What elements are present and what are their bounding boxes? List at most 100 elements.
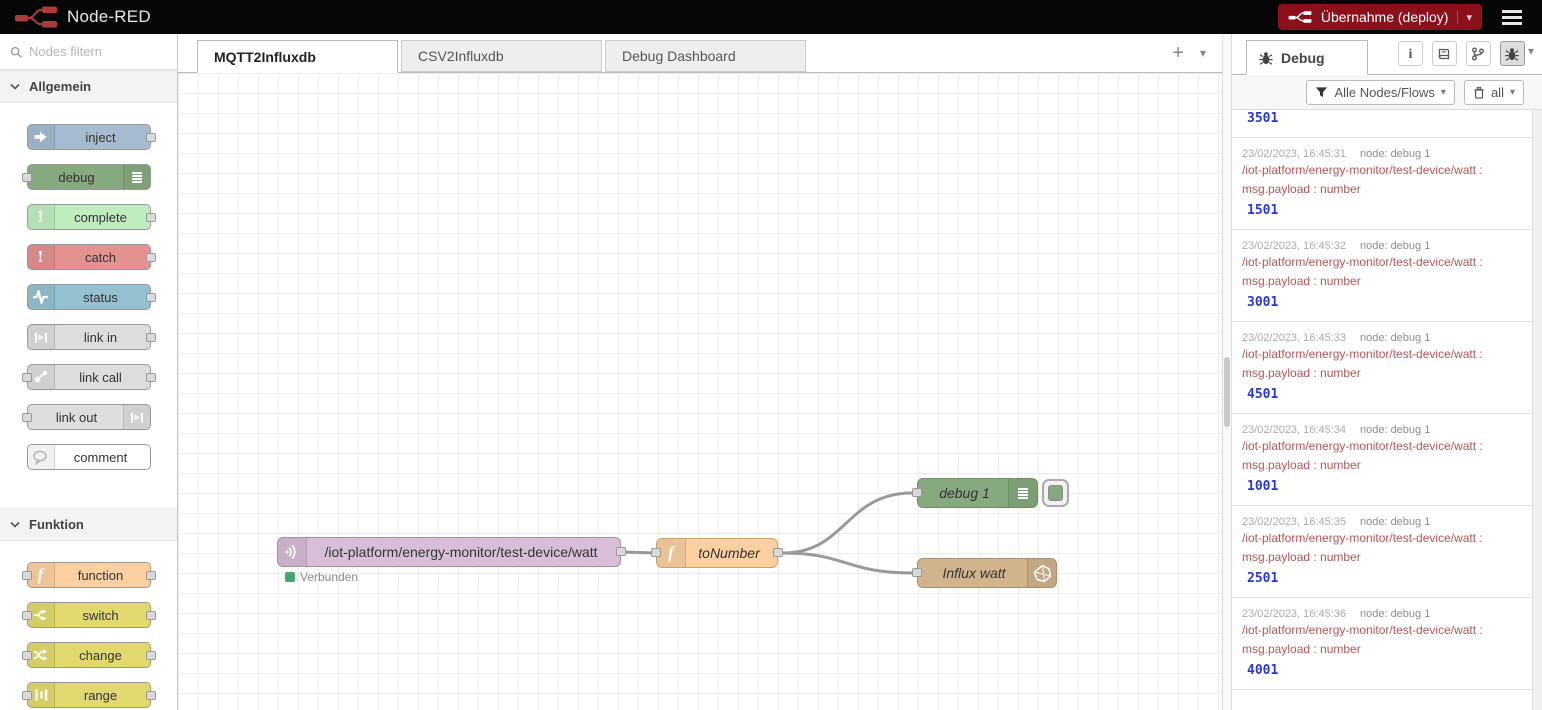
debug-message[interactable]: 23/02/2023, 16:45:32 node: debug 1 /iot-… bbox=[1232, 230, 1532, 322]
message-value[interactable]: 2501 bbox=[1247, 571, 1279, 586]
input-port[interactable] bbox=[912, 568, 922, 577]
deploy-icon bbox=[1288, 9, 1312, 25]
palette-node-comment[interactable]: comment bbox=[26, 444, 151, 470]
palette-category-funktion[interactable]: Funktion bbox=[0, 508, 177, 541]
output-port[interactable] bbox=[145, 373, 156, 382]
debug-message[interactable]: 23/02/2023, 16:45:33 node: debug 1 /iot-… bbox=[1232, 322, 1532, 414]
debug-message[interactable]: 23/02/2023, 16:45:36 node: debug 1 /iot-… bbox=[1232, 598, 1532, 690]
palette-node-link-call[interactable]: link call bbox=[21, 364, 156, 390]
sidebar-button-book[interactable] bbox=[1431, 41, 1457, 66]
palette-node-catch[interactable]: !catch bbox=[26, 244, 156, 270]
palette-node-change[interactable]: change bbox=[21, 642, 156, 668]
sidebar-button-info[interactable]: i bbox=[1397, 41, 1423, 66]
deploy-button[interactable]: Übernahme (deploy) ▾ bbox=[1277, 4, 1482, 30]
output-port[interactable] bbox=[145, 571, 156, 580]
palette-node-inject[interactable]: inject bbox=[26, 124, 156, 150]
tab-flow-0[interactable]: MQTT2Influxdb bbox=[197, 40, 398, 73]
debug-message[interactable]: msg.payload : number 3501 bbox=[1232, 110, 1532, 138]
sidebar-button-bug[interactable] bbox=[1499, 41, 1525, 66]
main-menu-button[interactable] bbox=[1482, 9, 1542, 26]
inject-arrow-icon bbox=[27, 125, 55, 149]
node-red-logo-icon bbox=[14, 5, 58, 29]
input-port[interactable] bbox=[21, 651, 32, 660]
palette-node-link-in[interactable]: link in bbox=[26, 324, 156, 350]
message-timestamp: 23/02/2023, 16:45:34 bbox=[1242, 423, 1346, 436]
canvas-scrollbar-thumb[interactable] bbox=[1224, 357, 1230, 427]
mqtt-status: Verbunden bbox=[285, 570, 358, 584]
input-port[interactable] bbox=[21, 413, 32, 422]
message-property: msg.payload : number bbox=[1242, 274, 1361, 288]
debug-list-icon bbox=[122, 165, 150, 189]
debug-message[interactable]: 23/02/2023, 16:45:31 node: debug 1 /iot-… bbox=[1232, 138, 1532, 230]
wire-tonumber-debug1[interactable] bbox=[781, 491, 914, 555]
message-value[interactable]: 1501 bbox=[1247, 203, 1279, 218]
output-port[interactable] bbox=[145, 213, 156, 222]
input-port[interactable] bbox=[21, 611, 32, 620]
flow-node-debug1[interactable]: debug 1 bbox=[912, 478, 1069, 508]
output-port[interactable] bbox=[145, 133, 156, 142]
input-port[interactable] bbox=[651, 548, 661, 557]
debug-enable-toggle[interactable] bbox=[1042, 479, 1069, 507]
input-port[interactable] bbox=[21, 691, 32, 700]
message-value[interactable]: 1001 bbox=[1247, 479, 1279, 494]
palette-node-status[interactable]: status bbox=[26, 284, 156, 310]
flow-node-mqtt[interactable]: /iot-platform/energy-monitor/test-device… bbox=[277, 537, 626, 567]
output-port[interactable] bbox=[145, 651, 156, 660]
clear-label: all bbox=[1490, 84, 1504, 100]
message-value[interactable]: 4501 bbox=[1247, 387, 1279, 402]
debug-message[interactable]: 23/02/2023, 16:45:35 node: debug 1 /iot-… bbox=[1232, 506, 1532, 598]
filter-label: Alle Nodes/Flows bbox=[1334, 84, 1435, 100]
comment-icon bbox=[27, 445, 55, 469]
tab-flow-2[interactable]: Debug Dashboard bbox=[605, 40, 806, 72]
flow-node-influx[interactable]: Influx watt bbox=[912, 558, 1057, 588]
debug-clear-button[interactable]: all ▾ bbox=[1463, 79, 1524, 105]
output-port[interactable] bbox=[145, 333, 156, 342]
input-port[interactable] bbox=[21, 173, 32, 182]
palette-search[interactable] bbox=[0, 34, 177, 70]
output-port[interactable] bbox=[145, 611, 156, 620]
message-property: msg.payload : number bbox=[1242, 458, 1361, 472]
palette-node-label: function bbox=[77, 567, 124, 583]
tab-debug[interactable]: Debug bbox=[1246, 40, 1368, 75]
message-topic: /iot-platform/energy-monitor/test-device… bbox=[1242, 623, 1483, 637]
debug-scrollbar[interactable] bbox=[1532, 110, 1542, 710]
palette-node-range[interactable]: range bbox=[21, 682, 156, 708]
debug-tab-label: Debug bbox=[1281, 49, 1325, 66]
output-port[interactable] bbox=[773, 548, 783, 557]
wire-tonumber-influx[interactable] bbox=[781, 551, 914, 575]
message-timestamp: 23/02/2023, 16:45:35 bbox=[1242, 515, 1346, 528]
canvas-vertical-scrollbar[interactable] bbox=[1222, 34, 1232, 710]
palette-search-input[interactable] bbox=[29, 44, 159, 59]
sidebar-button-git-branch[interactable] bbox=[1465, 41, 1491, 66]
input-port[interactable] bbox=[21, 571, 32, 580]
tab-flow-1[interactable]: CSV2Influxdb bbox=[401, 40, 602, 72]
palette-node-link-out[interactable]: link out bbox=[21, 404, 151, 430]
palette-node-switch[interactable]: switch bbox=[21, 602, 156, 628]
flow-canvas[interactable]: /iot-platform/energy-monitor/test-device… bbox=[178, 73, 1222, 710]
output-port[interactable] bbox=[616, 547, 626, 556]
output-port[interactable] bbox=[145, 253, 156, 262]
message-value[interactable]: 4001 bbox=[1247, 663, 1279, 678]
message-value[interactable]: 3001 bbox=[1247, 295, 1279, 310]
flow-list-caret[interactable]: ▾ bbox=[1199, 46, 1206, 60]
debug-message[interactable]: 23/02/2023, 16:45:34 node: debug 1 /iot-… bbox=[1232, 414, 1532, 506]
add-flow-button[interactable]: + bbox=[1172, 42, 1184, 64]
message-node-ref: node: debug 1 bbox=[1359, 423, 1431, 436]
input-port[interactable] bbox=[21, 373, 32, 382]
palette-node-debug[interactable]: debug bbox=[21, 164, 151, 190]
wire-mqtt-tonumber[interactable] bbox=[619, 550, 658, 555]
deploy-options-caret[interactable]: ▾ bbox=[1457, 10, 1472, 24]
debug-filter-button[interactable]: Alle Nodes/Flows ▾ bbox=[1306, 79, 1455, 105]
output-port[interactable] bbox=[145, 293, 156, 302]
palette-node-complete[interactable]: !complete bbox=[26, 204, 156, 230]
palette-node-label: link out bbox=[55, 409, 98, 425]
palette-category-allgemein[interactable]: Allgemein bbox=[0, 70, 177, 103]
sidebar-options-caret[interactable]: ▾ bbox=[1527, 44, 1534, 58]
input-port[interactable] bbox=[912, 488, 922, 497]
message-value[interactable]: 3501 bbox=[1247, 111, 1279, 126]
node-red-logo: Node-RED bbox=[14, 5, 151, 29]
output-port[interactable] bbox=[145, 691, 156, 700]
workspace-tab-controls: + ▾ bbox=[1172, 43, 1222, 63]
